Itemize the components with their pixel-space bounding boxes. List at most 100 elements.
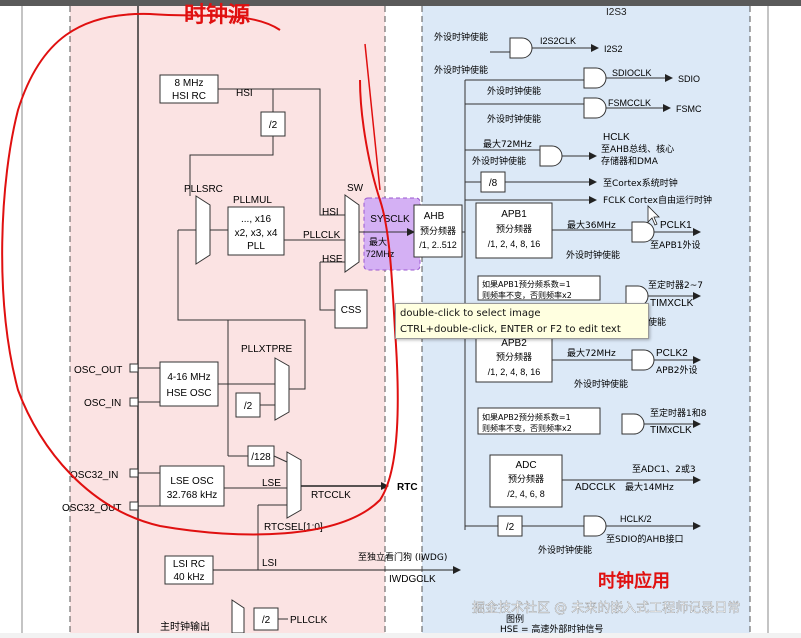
- sw-mux[interactable]: [344, 194, 360, 273]
- i2s2-label: I2S2: [604, 44, 623, 54]
- ahb-divisor-label: /1, 2..512: [419, 240, 457, 250]
- pll-label: PLL: [247, 241, 265, 252]
- pclk2-gate[interactable]: [631, 349, 655, 371]
- adc-target: 至ADC1、2或3: [632, 463, 696, 475]
- hclk-gate[interactable]: [539, 145, 563, 167]
- fsmc-gate[interactable]: [583, 97, 607, 119]
- rtcsel-mux[interactable]: [286, 451, 302, 519]
- iwdg-target-label: 至独立看门狗 (IWDG): [358, 551, 447, 563]
- osc-in-pin[interactable]: [129, 397, 139, 407]
- clock-application-title: 时钟应用: [598, 570, 670, 592]
- sysclk-max-label: 最大: [369, 236, 387, 248]
- sdioclk-label: SDIOCLK: [612, 68, 652, 78]
- lse-osc-label: LSE OSC: [170, 476, 213, 487]
- lse-osc-block[interactable]: [159, 465, 225, 507]
- sdio-ahb-gate[interactable]: [583, 515, 607, 537]
- hclk-label: HCLK: [603, 132, 630, 143]
- pclk1-target: 至APB1外设: [650, 239, 701, 251]
- window-top-bar: [0, 0, 801, 6]
- hsi-div2-label: /2: [269, 120, 278, 131]
- apb2-prescaler-label: 预分频器: [496, 351, 532, 363]
- top-edge-label: I2S3: [606, 7, 627, 18]
- mco-div2-label: /2: [262, 615, 271, 626]
- pclk1-label: PCLK1: [660, 220, 692, 231]
- mco-pllclk-label: PLLCLK: [290, 615, 328, 626]
- pclk1-gate[interactable]: [631, 221, 655, 243]
- ahb-prescaler-block[interactable]: [413, 204, 463, 258]
- apb1-timer-note: [477, 275, 601, 301]
- osc32-in-label: OSC32_IN: [70, 470, 118, 481]
- adc-label: ADC: [515, 460, 536, 471]
- timer2-7-label: 至定时器2~7: [648, 279, 703, 291]
- timxclk-label: TIMXCLK: [650, 298, 694, 309]
- pll-mul-line2: x2, x3, x4: [235, 228, 278, 239]
- pllxtpre-mux[interactable]: [274, 357, 290, 421]
- pllsrc-mux[interactable]: [195, 195, 211, 265]
- apb2-note-line1: 如果APB2预分频系数=1: [482, 412, 571, 422]
- sysclk-selection[interactable]: [363, 197, 421, 271]
- tim18clk-label: TIMxCLK: [650, 425, 692, 436]
- pllxtpre-label: PLLXTPRE: [241, 344, 292, 355]
- apb2-prescaler-block[interactable]: [475, 333, 553, 383]
- edit-hint-tooltip: double-click to select image CTRL+double…: [395, 303, 649, 339]
- pclk2-enable-label: 外设时钟使能: [574, 378, 628, 390]
- adc-divisors: /2, 4, 6, 8: [507, 489, 545, 499]
- apb1-note-line1: 如果APB1预分频系数=1: [482, 279, 571, 289]
- tooltip-line1: double-click to select image: [400, 308, 541, 319]
- div8-label: /8: [489, 178, 498, 189]
- hclk-enable-label: 外设时钟使能: [472, 155, 526, 167]
- watermark-text: 掘金技术社区 @ 未来的嵌入式工程师记录日常: [472, 600, 740, 616]
- sdio-ahb-enable: 外设时钟使能: [538, 544, 592, 556]
- sdio-label: SDIO: [678, 74, 700, 84]
- osc32-out-label: OSC32_OUT: [62, 503, 121, 514]
- osc-out-label: OSC_OUT: [74, 365, 122, 376]
- tim18-gate[interactable]: [621, 413, 645, 435]
- hse-div2-block[interactable]: [235, 392, 261, 418]
- hse-osc-block[interactable]: [159, 361, 219, 407]
- fclk-label: FCLK Cortex自由运行时钟: [603, 194, 712, 206]
- fsmcclk-label: FSMCCLK: [608, 98, 651, 108]
- apb2-timer-note: [477, 407, 601, 435]
- clock-source-title: 时钟源: [184, 2, 250, 28]
- sdio-enable-label: 外设时钟使能: [487, 85, 541, 97]
- apb1-max-label: 最大36MHz: [567, 219, 616, 231]
- legend-hse: HSE = 高速外部时钟信号: [500, 623, 603, 633]
- i2s-enable-label: 外设时钟使能: [434, 31, 488, 43]
- timer1-8-label: 至定时器1和8: [650, 407, 707, 419]
- lsi-label: LSI: [262, 558, 277, 569]
- pllxtpre-out-wire: [230, 319, 306, 390]
- osc32-in-pin[interactable]: [129, 468, 139, 478]
- rtc-label: RTC: [397, 482, 418, 493]
- apb2-divisors: /1, 2, 4, 8, 16: [488, 367, 541, 377]
- i2s2-gate[interactable]: [509, 37, 533, 59]
- sdio-enable-pre: 外设时钟使能: [434, 64, 488, 76]
- apb2-note-line2: 则频率不变，否则频率x2: [482, 423, 572, 433]
- ahb-label: AHB: [424, 211, 445, 222]
- pllmul-label: PLLMUL: [233, 195, 272, 206]
- hsi-to-sw-wire: [300, 88, 345, 216]
- lse-label: LSE: [262, 478, 281, 489]
- ahb-prescaler-label: 预分频器: [420, 225, 456, 237]
- pll-block[interactable]: [227, 206, 285, 256]
- hse-css-wire: [319, 262, 335, 311]
- apb1-prescaler-block[interactable]: [475, 202, 553, 259]
- hsi-label: HSI: [236, 88, 253, 99]
- tooltip-line2: CTRL+double-click, ENTER or F2 to edit t…: [400, 324, 621, 335]
- lsi-rc-label: LSI RC: [173, 559, 205, 570]
- hsi-rc-label: HSI RC: [172, 91, 206, 102]
- osc32-out-pin[interactable]: [129, 501, 139, 511]
- hse-div2-label: /2: [244, 401, 253, 412]
- fsmc-label: FSMC: [676, 104, 702, 114]
- lsi-rc-block[interactable]: [164, 555, 214, 585]
- sdio-gate[interactable]: [583, 67, 607, 89]
- pllclk-label: PLLCLK: [303, 230, 341, 241]
- osc-out-pin[interactable]: [129, 363, 139, 373]
- adc-max-label: 最大14MHz: [625, 481, 674, 493]
- sysclk-label: SYSCLK: [370, 214, 410, 225]
- hse-osc-label: HSE OSC: [166, 388, 211, 399]
- hsi-sw-label: HSI: [322, 207, 339, 218]
- css-block[interactable]: [334, 289, 368, 329]
- clock-source-circle-annotation: [1, 12, 399, 536]
- adc-prescaler-block[interactable]: [489, 454, 563, 508]
